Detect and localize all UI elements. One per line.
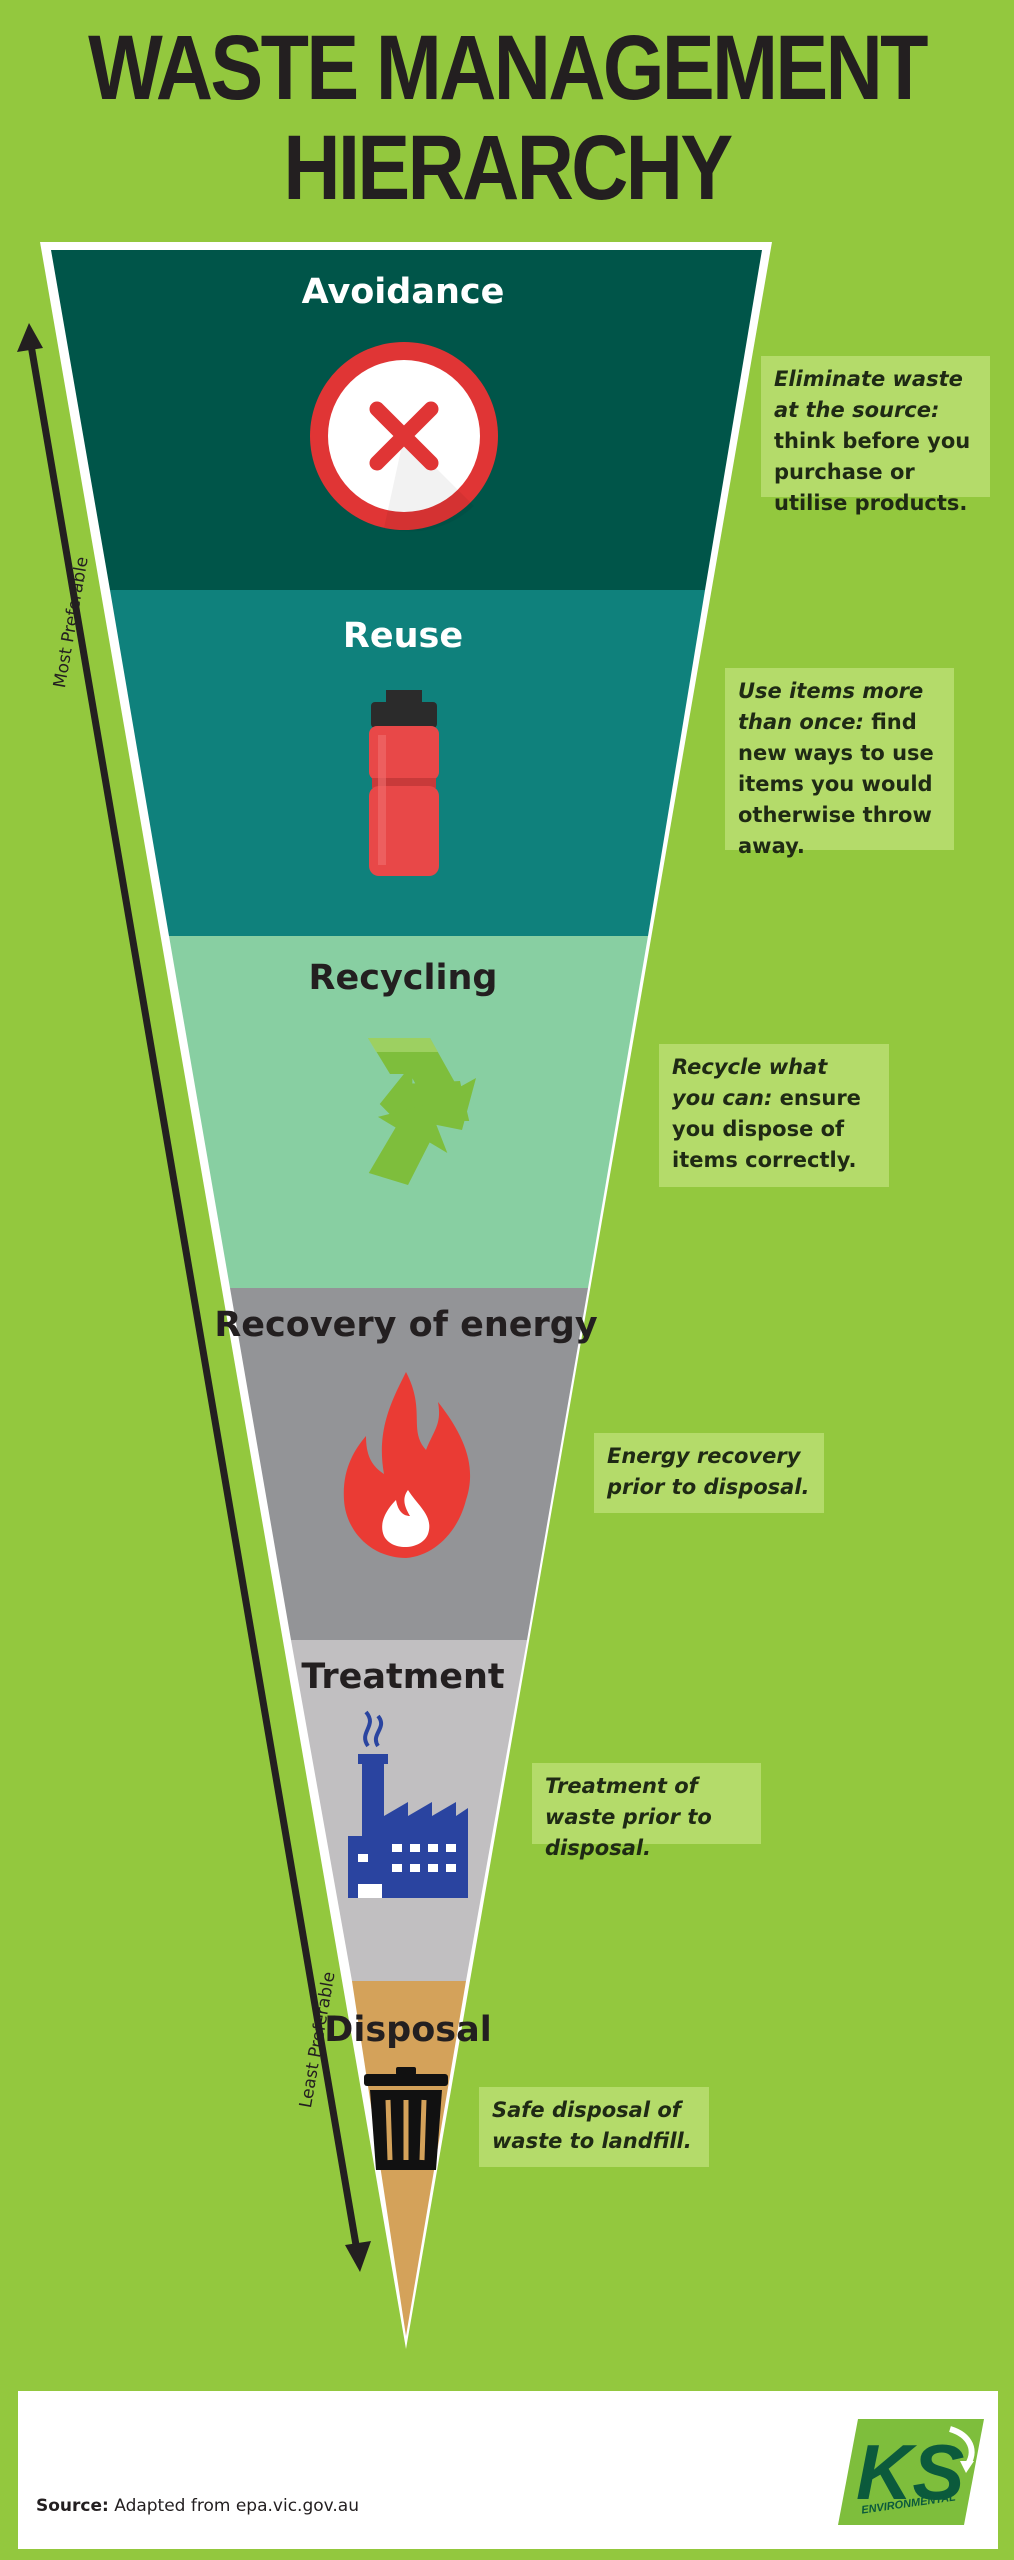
desc-recycling-lead: Recycle what you can: [672, 1055, 828, 1110]
level-disposal-label: Disposal [324, 2010, 492, 2050]
source-credit: Source: Adapted from epa.vic.gov.au [36, 2496, 359, 2516]
desc-box-treatment: Treatment of waste prior to disposal. [532, 1763, 761, 1860]
hierarchy-diagram [17, 242, 772, 2349]
source-text: Adapted from epa.vic.gov.au [108, 2496, 359, 2516]
flame-icon [343, 1372, 471, 1558]
desc-avoidance-lead: Eliminate waste at the source: [774, 367, 963, 422]
factory-icon [348, 1710, 468, 1898]
desc-treatment-lead: Treatment of waste prior to disposal. [545, 1774, 712, 1860]
footer: Source: Adapted from epa.vic.gov.au KS E… [18, 2391, 998, 2549]
title-line-1: WASTE MANAGEMENT [88, 17, 928, 119]
trash-bin-icon [364, 2067, 448, 2170]
desc-box-avoidance: Eliminate waste at the source: think bef… [761, 356, 990, 515]
desc-box-recovery: Energy recovery prior to disposal. [594, 1433, 824, 1513]
desc-box-reuse: Use items more than once: find new ways … [725, 668, 954, 858]
desc-recycling-rest: ensure you dispose of items correctly. [672, 1086, 861, 1172]
level-recycling-label: Recycling [308, 958, 498, 998]
recycle-icon [368, 1038, 476, 1185]
level-reuse-label: Reuse [342, 616, 464, 656]
desc-reuse-lead: Use items more than once: [738, 679, 924, 734]
title-line-2: HIERARCHY [283, 117, 733, 219]
ks-environmental-logo: KS [838, 2419, 984, 2525]
logo-letters: KS [856, 2428, 964, 2516]
desc-box-recycling: Recycle what you can: ensure you dispose… [659, 1044, 889, 1187]
preference-arrow [17, 323, 371, 2272]
desc-recovery-lead: Energy recovery prior to disposal. [607, 1444, 810, 1499]
arrow-head-bottom [345, 2241, 371, 2272]
arrow-head-top [17, 323, 43, 352]
desc-disposal-lead: Safe disposal of waste to landfill. [492, 2098, 692, 2153]
level-recovery-label: Recovery of energy [214, 1305, 598, 1345]
desc-avoidance-rest: think before you purchase or utilise pro… [774, 429, 971, 515]
cancel-x-icon [310, 342, 498, 532]
desc-box-disposal: Safe disposal of waste to landfill. [479, 2087, 709, 2167]
desc-reuse-rest: find new ways to use items you would oth… [738, 710, 934, 858]
water-bottle-icon [369, 690, 439, 876]
level-avoidance-label: Avoidance [301, 272, 505, 312]
source-label: Source: [36, 2496, 109, 2516]
level-treatment-label: Treatment [301, 1657, 505, 1697]
